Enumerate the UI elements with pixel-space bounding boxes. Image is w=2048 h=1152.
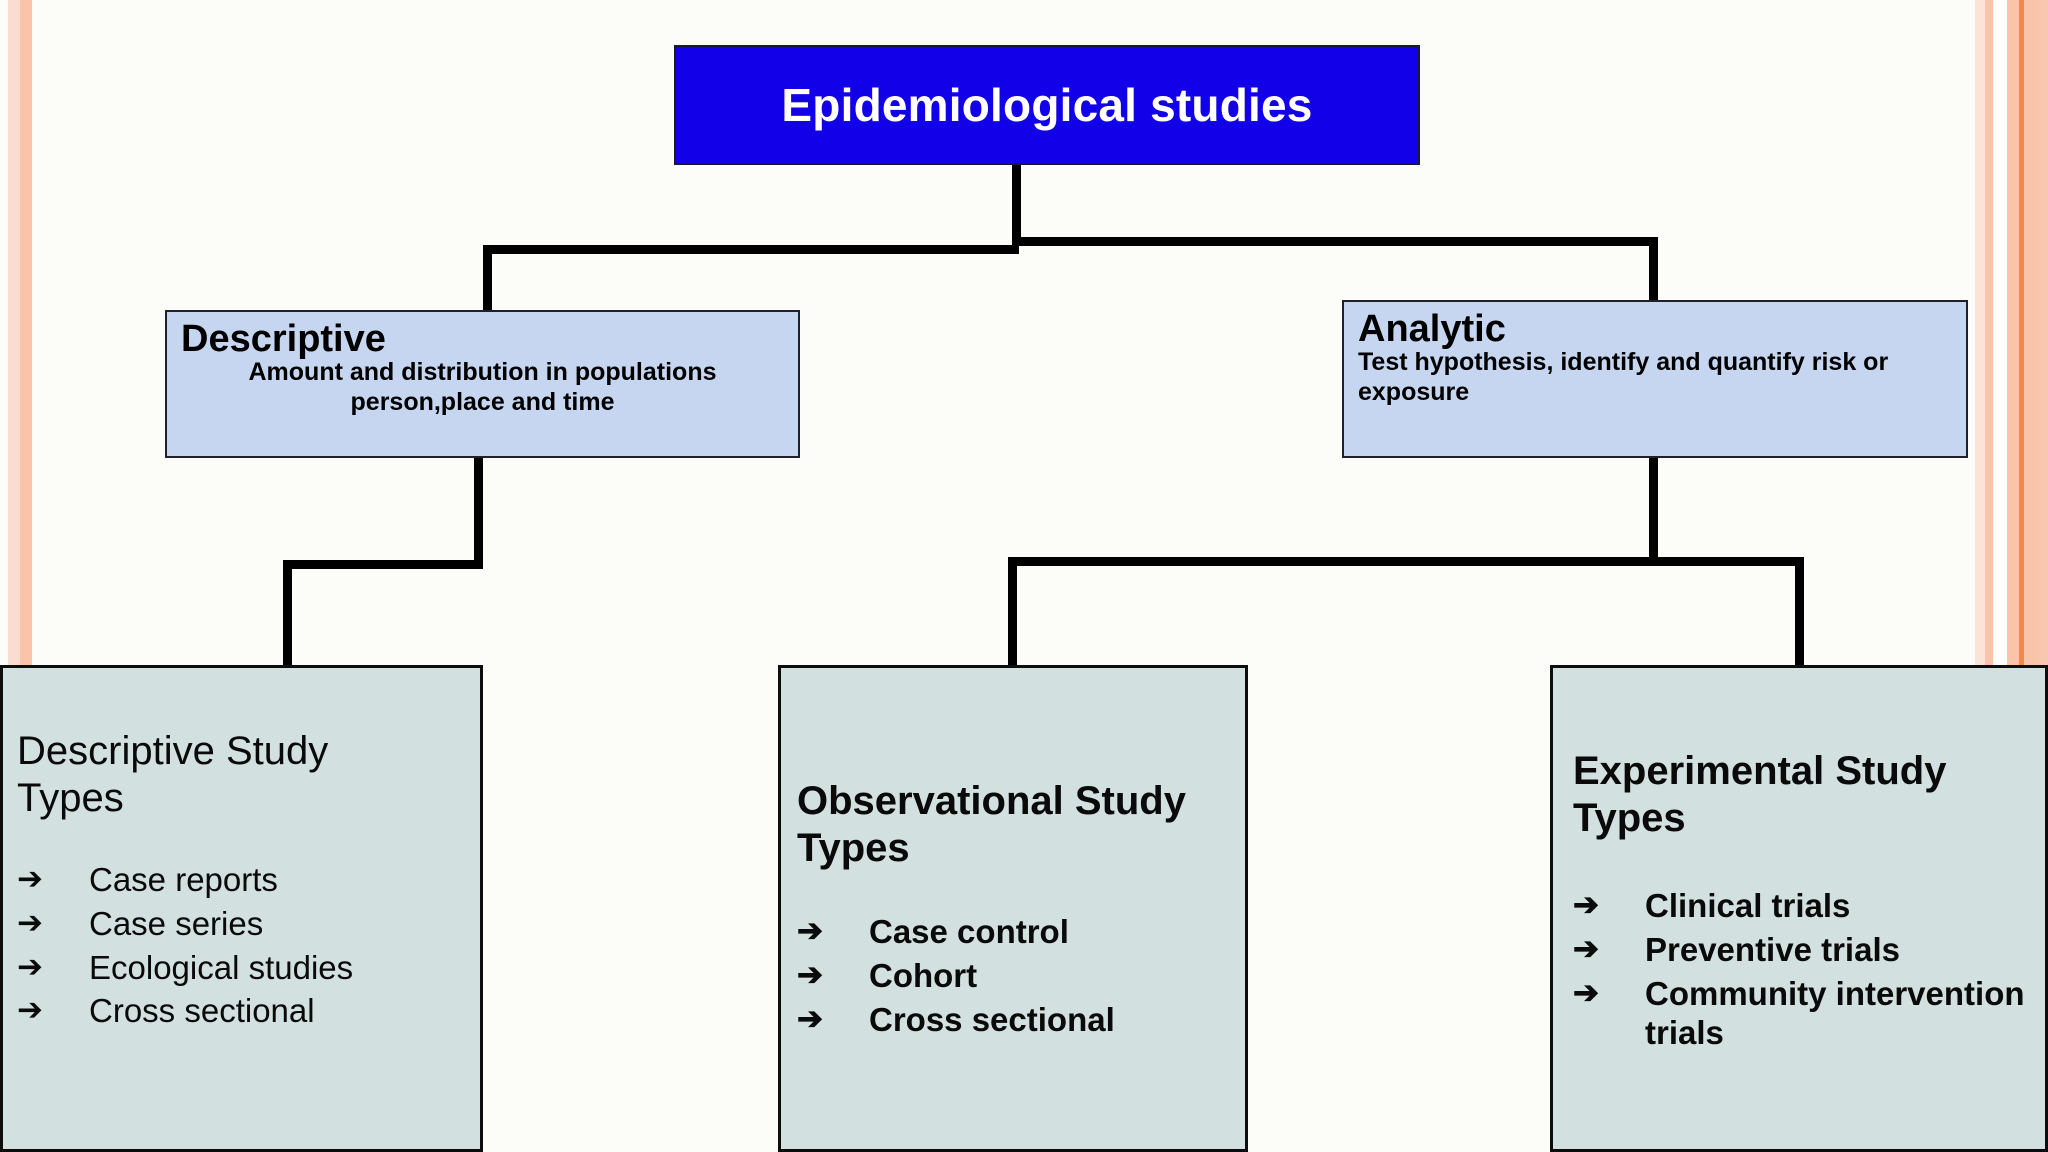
experimental-study-types-heading-line-1: Experimental Study [1573,749,1947,793]
descriptive-description-line-2: person,place and time [350,387,615,416]
analytic-description-line-2: exposure [1358,377,1470,406]
list-item[interactable]: ➔ Case control [797,912,1229,952]
list-item-label: Ecological studies [89,948,354,986]
connector-top-bar-right [1012,237,1658,246]
descriptive-branch-box[interactable]: Descriptive Amount and distribution in p… [165,310,800,458]
descriptive-study-types-box[interactable]: Descriptive Study Types ➔ Case reports ➔… [0,665,483,1152]
list-item[interactable]: ➔ Cross sectional [17,991,466,1031]
connector-to-analytic [1649,237,1658,307]
list-item[interactable]: ➔ Cohort [797,956,1229,996]
list-item-label: Clinical trials [1645,887,1851,925]
arrow-bullet-icon: ➔ [797,913,823,949]
list-item-label: Case series [89,904,264,942]
connector-descriptive-across [283,560,483,569]
arrow-bullet-icon: ➔ [797,1000,823,1036]
title-box-label: Epidemiological studies [781,79,1313,131]
arrow-bullet-icon: ➔ [1573,974,1599,1010]
list-item[interactable]: ➔ Preventive trials [1573,930,2029,970]
list-item-label: Cross sectional [869,1000,1115,1038]
connector-top-bar-left [483,245,1019,254]
list-item-label: Case reports [89,861,278,899]
arrow-bullet-icon: ➔ [797,956,823,992]
title-box[interactable]: Epidemiological studies [674,45,1420,165]
right-edge-band-salmon-1 [1985,0,1993,1152]
analytic-heading: Analytic [1358,308,1506,350]
connector-observational-leaf [1008,557,1017,667]
arrow-bullet-icon: ➔ [1573,887,1599,923]
arrow-bullet-icon: ➔ [17,861,43,897]
list-item[interactable]: ➔ Case series [17,904,466,944]
connector-analytic-down [1649,458,1658,562]
analytic-description-line-1: Test hypothesis, identify and quantify r… [1358,348,1889,376]
list-item-label: Case control [869,913,1069,951]
descriptive-description-line-1: Amount and distribution in populations [248,358,717,386]
right-edge-band-orange [2019,0,2024,1152]
right-edge-band-salmon-3 [2037,0,2048,1152]
arrow-bullet-icon: ➔ [17,992,43,1028]
connector-descriptive-leaf [283,560,292,672]
descriptive-study-types-list: ➔ Case reports ➔ Case series ➔ Ecologica… [17,860,466,1030]
experimental-study-types-heading-line-2: Types [1573,796,1686,841]
connector-analytic-bar [1008,557,1804,566]
observational-study-types-list: ➔ Case control ➔ Cohort ➔ Cross sectiona… [797,912,1229,1039]
connector-experimental-leaf [1795,557,1804,667]
list-item[interactable]: ➔ Cross sectional [797,1000,1229,1040]
list-item-label: Preventive trials [1645,930,1900,968]
descriptive-study-types-heading-line-2: Types [17,776,124,821]
list-item[interactable]: ➔ Ecological studies [17,948,466,988]
arrow-bullet-icon: ➔ [17,948,43,984]
experimental-study-types-box[interactable]: Experimental Study Types ➔ Clinical tria… [1550,665,2048,1152]
experimental-study-types-list: ➔ Clinical trials ➔ Preventive trials ➔ … [1573,886,2029,1052]
descriptive-heading: Descriptive [181,318,386,360]
observational-study-types-box[interactable]: Observational Study Types ➔ Case control… [778,665,1248,1152]
observational-study-types-heading-line-2: Types [797,826,910,871]
observational-study-types-heading-line-1: Observational Study [797,779,1186,823]
connector-to-descriptive [483,245,492,315]
list-item-label: Cross sectional [89,992,315,1030]
connector-descriptive-down [474,458,483,562]
list-item-label: Cohort [869,956,978,994]
list-item-label: Community intervention trials [1645,974,2025,1052]
right-edge-band-pale [1975,0,1985,1152]
arrow-bullet-icon: ➔ [1573,930,1599,966]
connector-trunk-vertical [1012,165,1021,245]
analytic-branch-box[interactable]: Analytic Test hypothesis, identify and q… [1342,300,1968,458]
arrow-bullet-icon: ➔ [17,904,43,940]
descriptive-study-types-heading-line-1: Descriptive Study [17,729,329,773]
list-item[interactable]: ➔ Community intervention trials [1573,974,2029,1053]
list-item[interactable]: ➔ Case reports [17,860,466,900]
list-item[interactable]: ➔ Clinical trials [1573,886,2029,926]
